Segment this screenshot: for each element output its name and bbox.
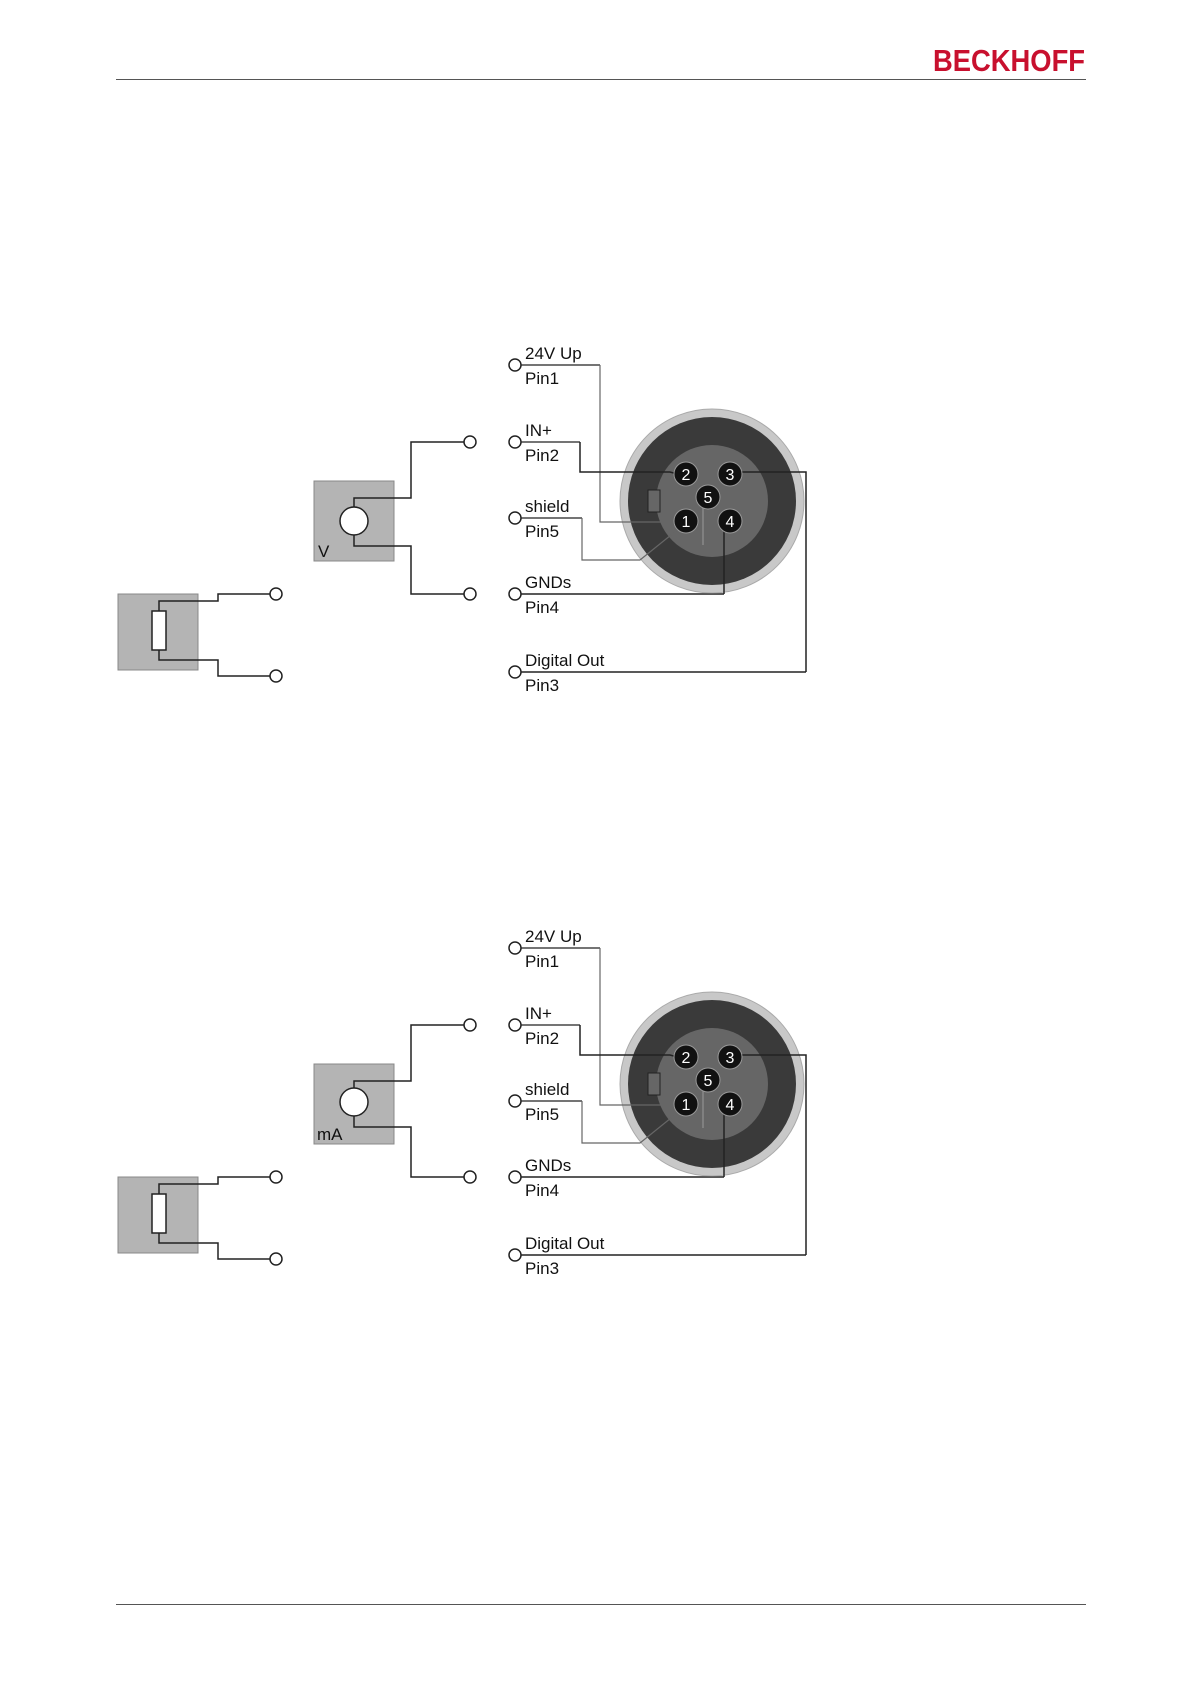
connector-pin-5: 5 bbox=[696, 485, 720, 509]
pin-number: 4 bbox=[726, 1097, 735, 1114]
terminal-pin5: shield Pin5 bbox=[509, 497, 582, 541]
terminal-signal: 24V Up bbox=[525, 927, 582, 946]
terminal-pin1: 24V Up Pin1 bbox=[509, 927, 600, 971]
brand-logo-text: BECKHOFF bbox=[933, 43, 1085, 76]
connector-pin-5: 5 bbox=[696, 1068, 720, 1092]
terminal-pin: Pin4 bbox=[525, 598, 559, 617]
terminal-pin: Pin5 bbox=[525, 1105, 559, 1124]
wiring-diagram-voltage: V 24V Up Pin1 IN+ Pin2 shield Pin5 GNDs … bbox=[100, 330, 840, 730]
connector-pin-1: 1 bbox=[674, 1092, 698, 1116]
terminal-pin2: IN+ Pin2 bbox=[509, 421, 580, 465]
terminal-pin3: Digital Out Pin3 bbox=[509, 651, 806, 695]
connector-pin-1: 1 bbox=[674, 509, 698, 533]
pin-number: 2 bbox=[682, 1050, 691, 1067]
terminal-signal: 24V Up bbox=[525, 344, 582, 363]
terminal-signal: IN+ bbox=[525, 421, 552, 440]
resistor-sensor bbox=[118, 588, 282, 682]
terminal-signal: shield bbox=[525, 497, 569, 516]
terminal-signal: GNDs bbox=[525, 1156, 571, 1175]
terminal-pin: Pin3 bbox=[525, 1259, 559, 1278]
terminal-pin: Pin1 bbox=[525, 952, 559, 971]
terminal-pin5: shield Pin5 bbox=[509, 1080, 582, 1124]
pin-number: 4 bbox=[726, 514, 735, 531]
terminal-pin: Pin4 bbox=[525, 1181, 559, 1200]
connector-pin-2: 2 bbox=[674, 1045, 698, 1069]
pin-number: 2 bbox=[682, 467, 691, 484]
meter-label: mA bbox=[317, 1125, 343, 1144]
connector-pin-4: 4 bbox=[718, 1092, 742, 1116]
beckhoff-logo: BECKHOFF bbox=[930, 42, 1086, 76]
pin-number: 1 bbox=[682, 1097, 691, 1114]
terminal-pin: Pin5 bbox=[525, 522, 559, 541]
terminal-pin3: Digital Out Pin3 bbox=[509, 1234, 806, 1278]
pin-number: 1 bbox=[682, 514, 691, 531]
pin-number: 3 bbox=[726, 1050, 735, 1067]
terminal-pin: Pin2 bbox=[525, 1029, 559, 1048]
footer-rule bbox=[116, 1604, 1086, 1605]
terminal-signal: shield bbox=[525, 1080, 569, 1099]
terminal-pin: Pin2 bbox=[525, 446, 559, 465]
terminal-signal: GNDs bbox=[525, 573, 571, 592]
terminal-pin: Pin3 bbox=[525, 676, 559, 695]
pin-number: 3 bbox=[726, 467, 735, 484]
connector-pin-3: 3 bbox=[718, 462, 742, 486]
terminal-signal: Digital Out bbox=[525, 651, 605, 670]
meter-label: V bbox=[318, 542, 330, 561]
connector-pin-2: 2 bbox=[674, 462, 698, 486]
connector-pin-3: 3 bbox=[718, 1045, 742, 1069]
pin-number: 5 bbox=[704, 1073, 713, 1090]
terminal-pin: Pin1 bbox=[525, 369, 559, 388]
connector-pin-4: 4 bbox=[718, 509, 742, 533]
terminal-pin1: 24V Up Pin1 bbox=[509, 344, 600, 388]
header-rule bbox=[116, 79, 1086, 80]
terminal-signal: IN+ bbox=[525, 1004, 552, 1023]
resistor-sensor bbox=[118, 1171, 282, 1265]
terminal-pin2: IN+ Pin2 bbox=[509, 1004, 580, 1048]
meter-source: V bbox=[314, 436, 476, 600]
wiring-diagram-current: mA 24V Up Pin1 IN+ Pin2 shield Pin5 GNDs… bbox=[100, 913, 840, 1313]
pin-number: 5 bbox=[704, 490, 713, 507]
terminal-signal: Digital Out bbox=[525, 1234, 605, 1253]
meter-source: mA bbox=[314, 1019, 476, 1183]
